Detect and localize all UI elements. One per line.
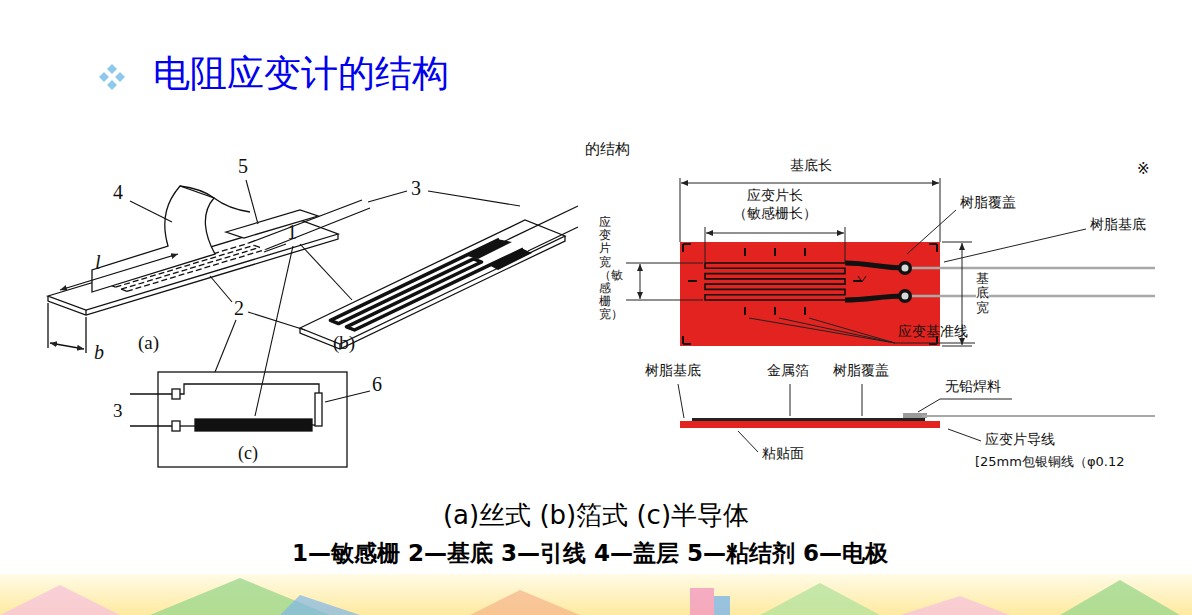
- slide-title: 电阻应变计的结构: [153, 52, 449, 96]
- part-name: 应变片导线: [985, 431, 1055, 448]
- note-mark: ※: [1137, 160, 1150, 178]
- callout-number: 6: [372, 372, 382, 396]
- leader-line: [130, 180, 520, 416]
- dimension-label: 应变片宽 （敏感栅宽）: [599, 216, 611, 322]
- dimension-label: 应变片长 （敏感栅长）: [733, 186, 817, 222]
- figure-label: (a): [138, 332, 159, 355]
- foil-gauge-drawing: [300, 206, 578, 349]
- part-legend-line: 1—敏感栅 2—基底 3—引线 4—盖层 5—粘结剂 6—电极: [292, 540, 888, 568]
- semiconductor-gauge-drawing: [130, 372, 347, 467]
- figure-caption: (a)丝式 (b)箔式 (c)半导体: [443, 500, 749, 531]
- callout-number: 5: [238, 154, 248, 178]
- part-name: 应变基准线: [898, 323, 968, 340]
- dimension-label: l: [95, 250, 101, 274]
- part-name: 树脂基底: [1090, 216, 1146, 233]
- callout-number: 3: [411, 176, 421, 200]
- callout-number: 2: [234, 296, 244, 320]
- part-name: 无铅焊料: [945, 378, 1001, 395]
- dimension-label: 基底宽: [976, 272, 989, 315]
- part-name: 树脂覆盖: [960, 194, 1016, 211]
- callout-number: 3: [113, 400, 123, 423]
- strain-gauge-plan: [680, 242, 1155, 346]
- callout-number: 4: [113, 180, 123, 204]
- part-name: 金属箔: [767, 362, 809, 379]
- part-name: 粘贴面: [762, 445, 804, 462]
- callout-number: 1: [287, 220, 297, 244]
- figure-label: (c): [238, 443, 258, 465]
- dimension-label: b: [94, 340, 104, 364]
- part-name: 树脂覆盖: [833, 362, 889, 379]
- part-name: 树脂基底: [645, 362, 701, 379]
- leader-line: [749, 210, 1086, 343]
- title-bullet: [99, 64, 125, 90]
- strain-gauge-section: [680, 413, 1155, 428]
- dimension-line: [626, 178, 972, 346]
- figure-label: (b): [333, 332, 355, 355]
- decorative-band: [0, 574, 1192, 615]
- panel-heading: 的结构: [585, 140, 630, 158]
- part-spec: [25mm包银铜线（φ0.12: [975, 454, 1124, 470]
- leader-line: [678, 384, 1012, 452]
- dimension-label: 基底长: [790, 157, 832, 174]
